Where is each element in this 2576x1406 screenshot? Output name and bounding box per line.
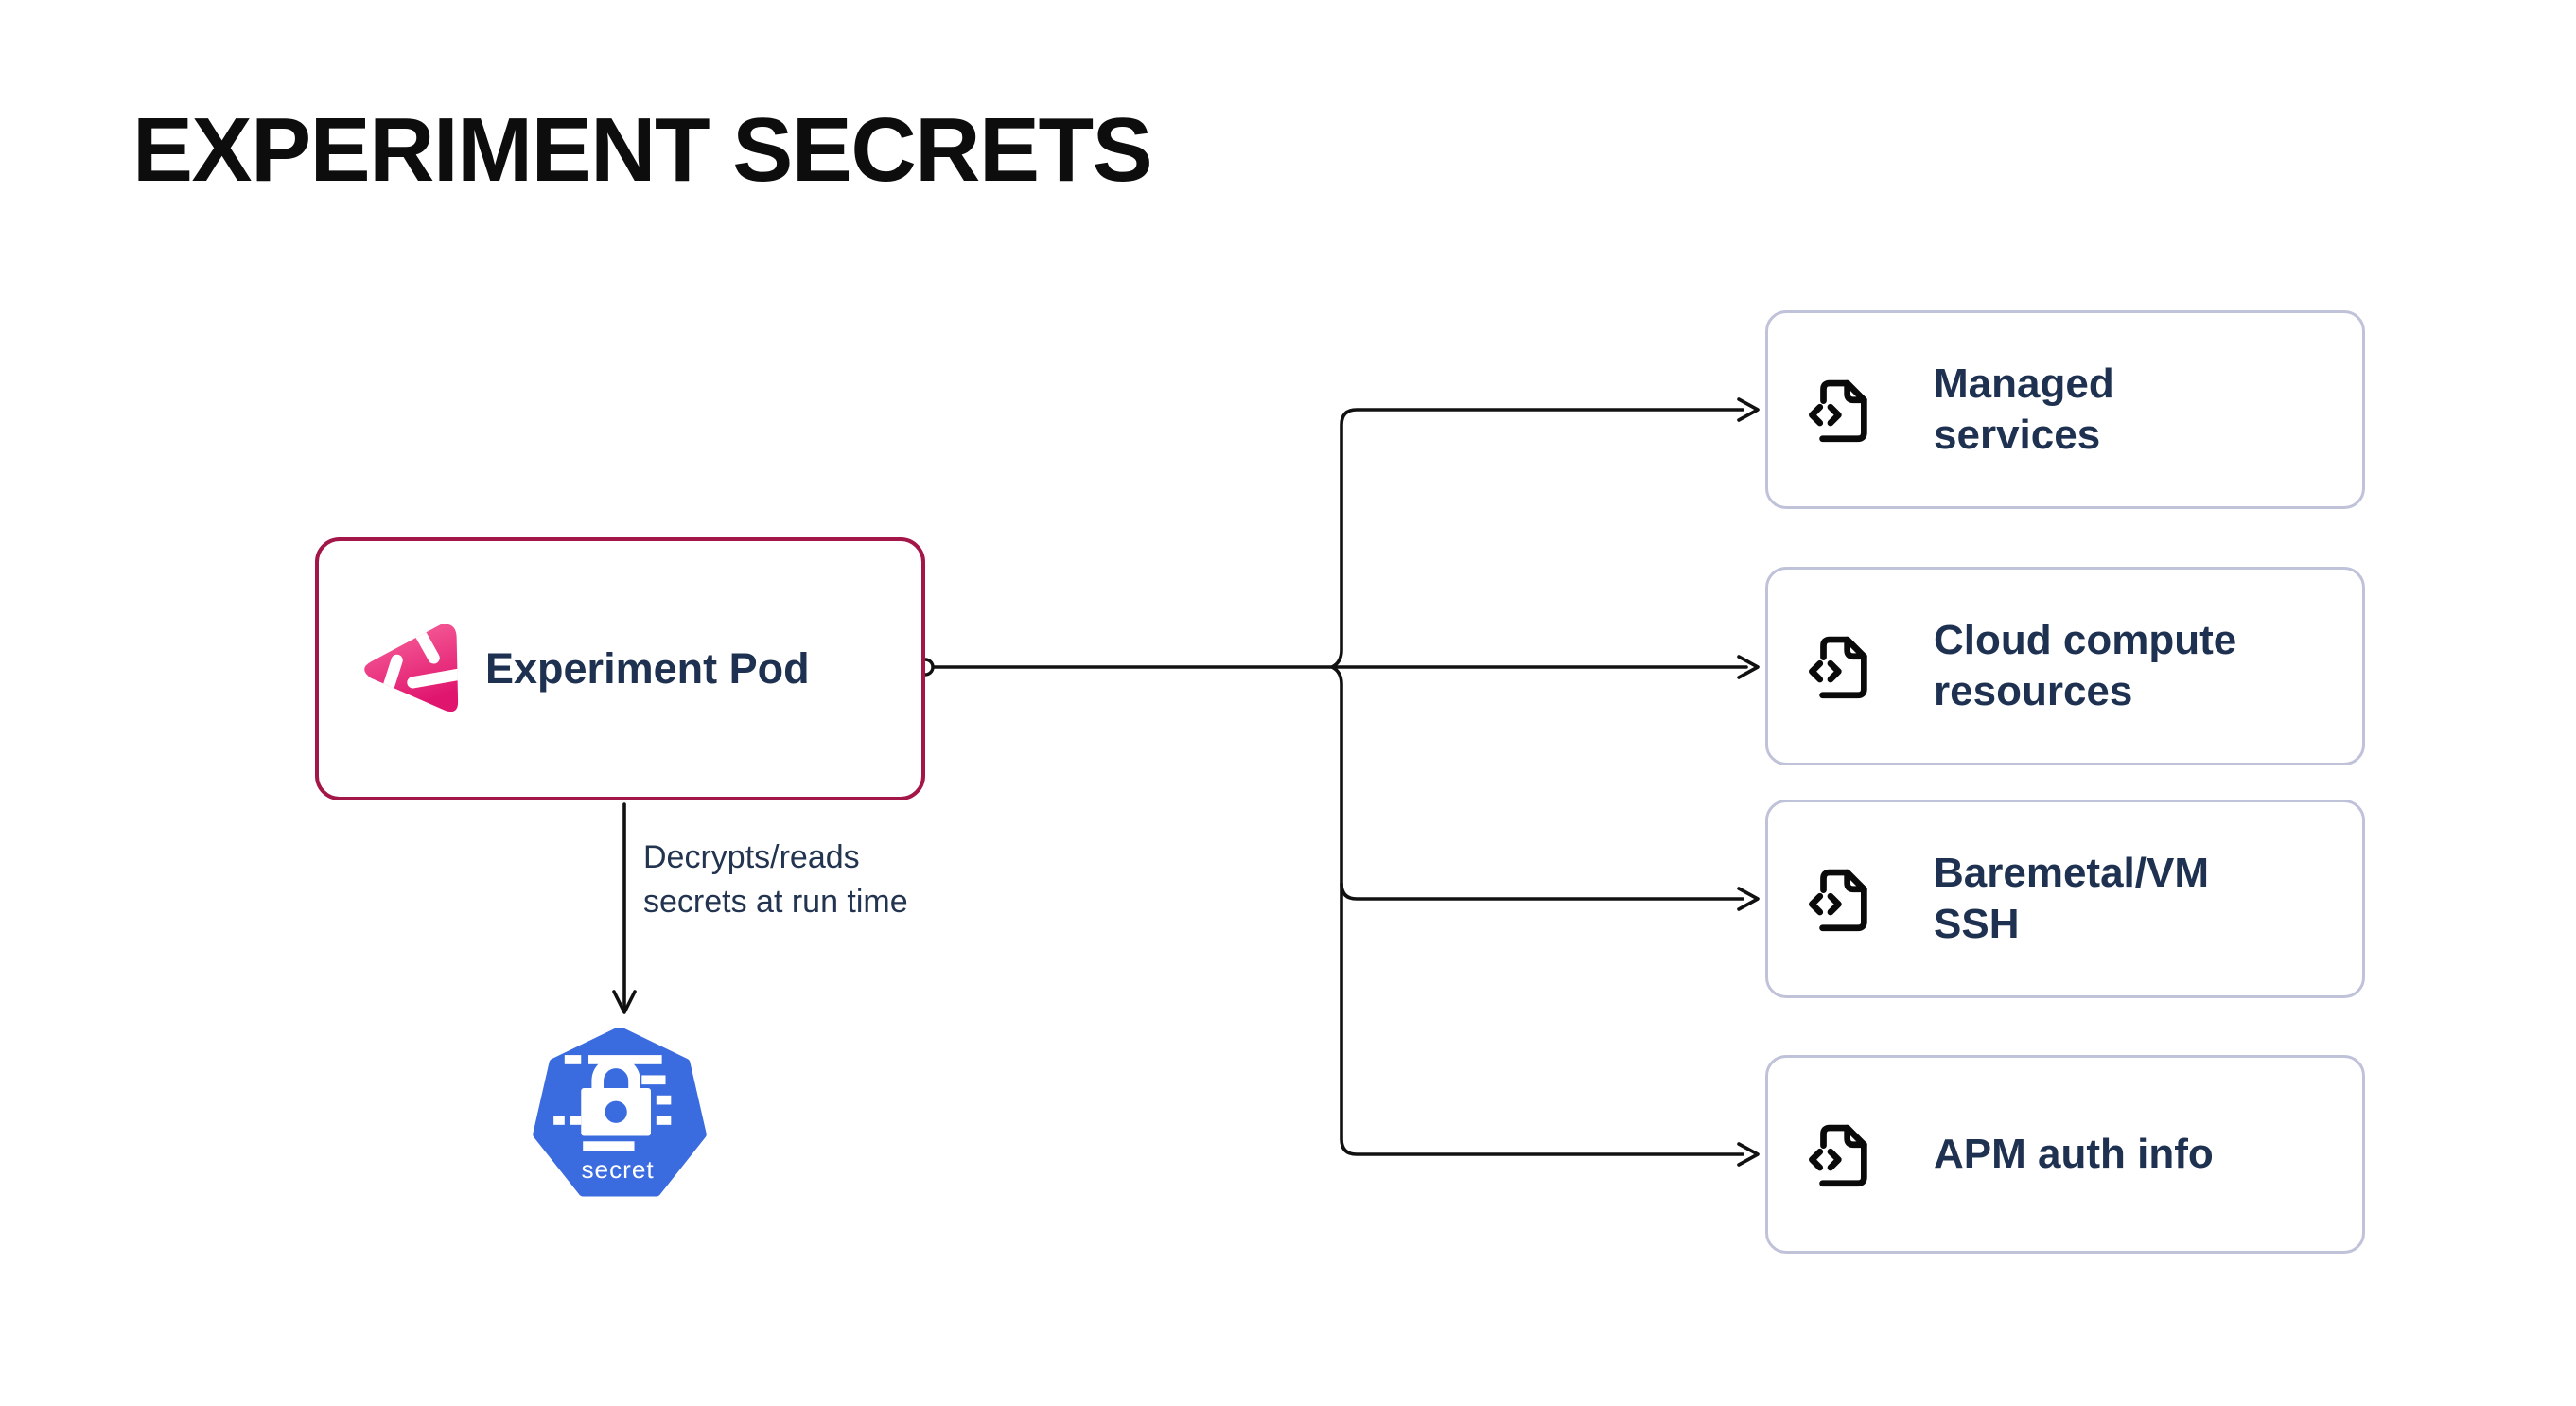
target-label: Cloud compute resources bbox=[1934, 617, 2237, 714]
edge-trunk-top-bottom bbox=[1330, 408, 1744, 1156]
secret-label: secret bbox=[581, 1155, 654, 1184]
arrowhead-baremetal bbox=[1737, 887, 1760, 911]
page-title: EXPERIMENT SECRETS bbox=[132, 99, 1153, 201]
edge-label: Decrypts/reads secrets at run time bbox=[643, 839, 908, 920]
experiment-pod-node: Experiment Pod bbox=[315, 537, 925, 800]
kubernetes-secret-icon: secret bbox=[533, 1027, 707, 1197]
edge-to-baremetal bbox=[1340, 882, 1744, 901]
experiment-pod-label: Experiment Pod bbox=[485, 644, 810, 693]
target-node-cloud-compute: Cloud compute resources bbox=[1765, 567, 2365, 765]
target-label: Baremetal/VM SSH bbox=[1934, 850, 2210, 947]
target-label: APM auth info bbox=[1934, 1131, 2214, 1178]
file-code-icon bbox=[1809, 379, 1867, 443]
arrowhead-managed-services bbox=[1737, 397, 1760, 422]
target-label: Managed services bbox=[1934, 360, 2114, 458]
target-node-managed-services: Managed services bbox=[1765, 310, 2365, 509]
target-node-apm-auth-info: APM auth info bbox=[1765, 1055, 2365, 1254]
arrowhead-secret bbox=[612, 990, 637, 1014]
file-code-icon bbox=[1809, 869, 1867, 932]
litmus-logo-icon bbox=[364, 624, 459, 712]
file-code-icon bbox=[1809, 1124, 1867, 1187]
arrowhead-apm bbox=[1737, 1142, 1760, 1167]
k8s-secret-node: secret bbox=[528, 1027, 711, 1211]
arrowhead-cloud-compute bbox=[1737, 655, 1760, 679]
target-node-baremetal-vm-ssh: Baremetal/VM SSH bbox=[1765, 800, 2365, 998]
file-code-icon bbox=[1809, 636, 1867, 699]
